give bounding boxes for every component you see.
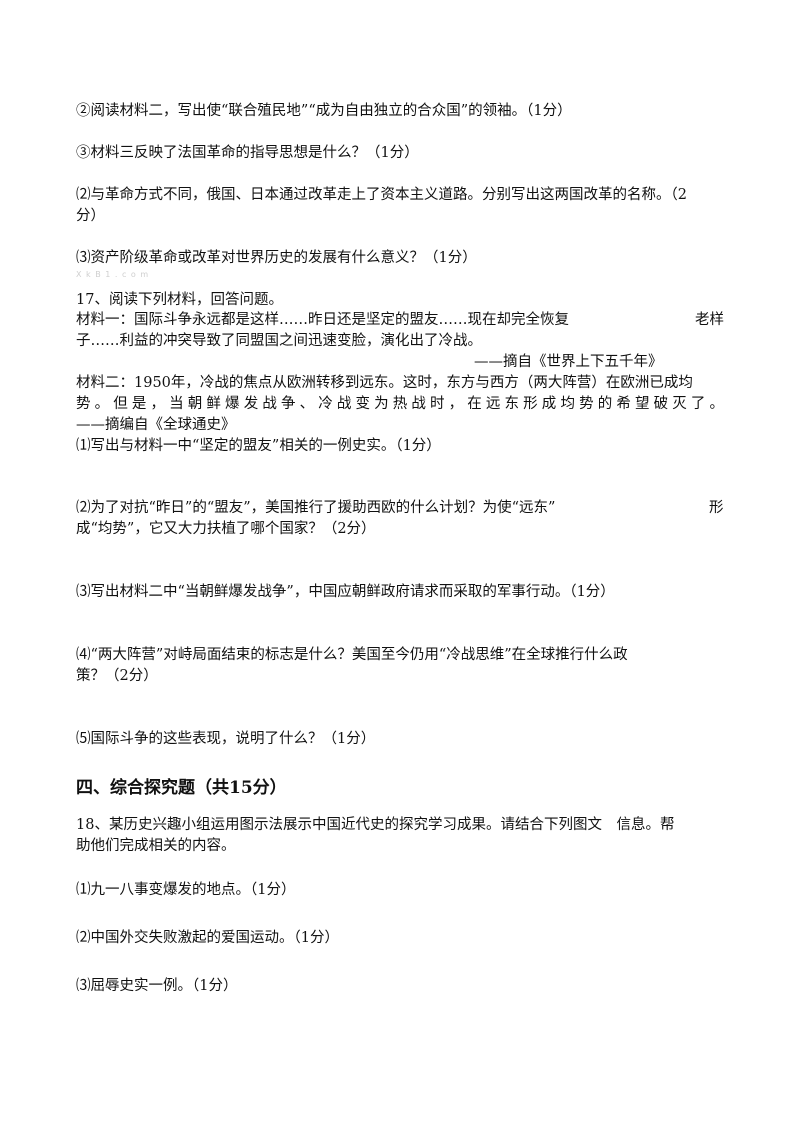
question-17-4-line-1: ⑷“两大阵营”对峙局面结束的标志是什么？美国至今仍用“冷战思维”在全球推行什么政 (76, 647, 628, 663)
question-16-2-line-1: ⑵与革命方式不同，俄国、日本通过改革走上了资本主义道路。分别写出这两国改革的名称… (76, 187, 687, 203)
question-17-1: ⑴写出与材料一中“坚定的盟友”相关的一例史实。（1分） (76, 438, 441, 454)
question-17-material-2-line-1: 材料二：1950年，冷战的焦点从欧洲转移到远东。这时，东方与西方（两大阵营）在欧… (76, 375, 693, 391)
question-17-material-2-line-2: 势。但是，当朝鲜爆发战争、冷战变为热战时，在远东形成均势的希望破灭了。 (76, 396, 724, 412)
question-18-3: ⑶屈辱史实一例。（1分） (76, 978, 238, 994)
question-17-material-1-line-1: 材料一：国际斗争永远都是这样……昨日还是坚定的盟友……现在却完全恢复 (76, 312, 569, 328)
question-18-line-2: 助他们完成相关的内容。 (76, 838, 236, 854)
watermark-text: X k B 1 . c o m (76, 270, 150, 279)
question-17-title: 17、阅读下列材料，回答问题。 (76, 292, 283, 308)
question-16-3: ⑶资产阶级革命或改革对世界历史的发展有什么意义？（1分） (76, 250, 477, 266)
question-17-2-line-2: 成“均势”，它又大力扶植了哪个国家？（2分） (76, 521, 376, 537)
question-17-2-line-1: ⑵为了对抗“昨日”的“盟友”，美国推行了援助西欧的什么计划？为使“远东” (76, 500, 556, 516)
question-17-material-1-line-2: 子……利益的冲突导致了同盟国之间迅速变脸，演化出了冷战。 (76, 333, 482, 349)
question-16-2-line-2: 分） (76, 208, 105, 224)
question-2-material-2: ②阅读材料二，写出使“联合殖民地”“成为自由独立的合众国”的领袖。（1分） (76, 103, 572, 119)
question-17-material-1-line-1-end: 老样 (695, 312, 724, 328)
question-17-4-line-2: 策？（2分） (76, 668, 158, 684)
question-18-1: ⑴九一八事变爆发的地点。（1分） (76, 882, 296, 898)
question-17-material-2-source: ——摘编自《全球通史》 (76, 417, 236, 433)
question-17-5: ⑸国际斗争的这些表现，说明了什么？（1分） (76, 731, 376, 747)
question-17-3: ⑶写出材料二中“当朝鲜爆发战争”，中国应朝鲜政府请求而采取的军事行动。（1分） (76, 584, 615, 600)
question-17-material-1-source: ——摘自《世界上下五千年》 (474, 354, 663, 370)
section-4-heading: 四、综合探究题（共15分） (76, 778, 287, 798)
question-3-material-3: ③材料三反映了法国革命的指导思想是什么？（1分） (76, 145, 419, 161)
question-17-2-line-1-end: 形 (709, 500, 724, 516)
question-18-line-1: 18、某历史兴趣小组运用图示法展示中国近代史的探究学习成果。请结合下列图文 信息… (76, 817, 675, 833)
question-18-2: ⑵中国外交失败激起的爱国运动。（1分） (76, 930, 339, 946)
